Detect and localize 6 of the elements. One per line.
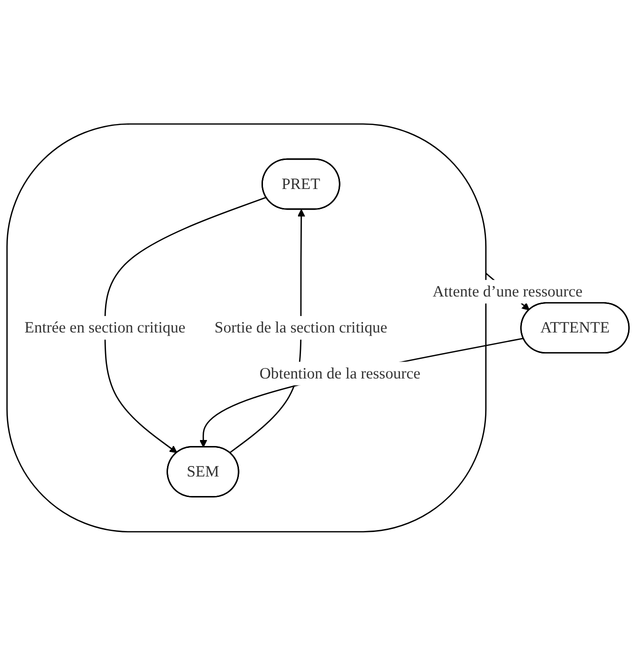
arrow [104, 196, 266, 454]
edge-label: Sortie de la section critique [214, 318, 388, 336]
arrow [199, 338, 524, 448]
edge-label: Entrée en section critique [24, 318, 186, 336]
edge-label: Obtention de la ressource [260, 364, 420, 382]
edge-label: Attente d’une ressource [432, 282, 583, 300]
